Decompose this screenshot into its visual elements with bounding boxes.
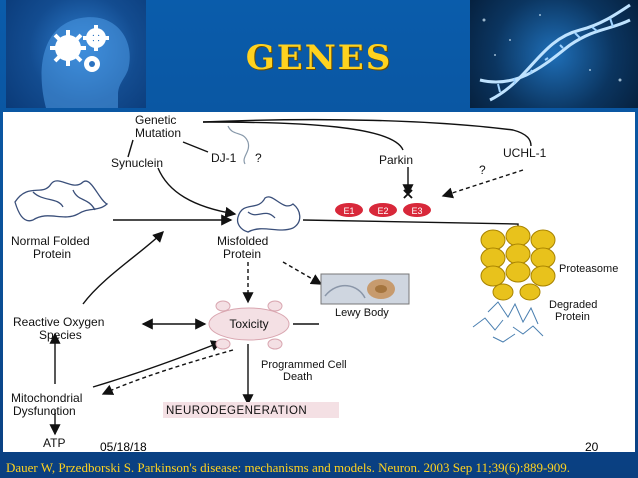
misfolded-protein-icon [236,196,301,233]
uchl1-question: ? [479,163,486,177]
mito-dysfunction-label-1: Mitochondrial [11,391,82,405]
proteasome-icon [480,225,556,301]
dj1-label: DJ-1 [211,151,237,165]
normal-folded-label-1: Normal Folded [11,234,90,248]
toxicity-to-mito-arrow [101,349,234,395]
mutation-to-uchl1-line [202,118,532,147]
dj1-question: ? [255,151,262,165]
programmed-death-label-1: Programmed Cell [261,359,347,371]
e3-label: E3 [411,206,422,216]
reactive-oxygen-label-2: Species [39,328,82,342]
genetic-mutation-label-2: Mutation [135,126,181,140]
uchl1-label: UCHL-1 [503,146,547,160]
parkin-label: Parkin [379,153,413,167]
synuclein-label: Synuclein [111,156,163,170]
degraded-label-1: Degraded [549,299,597,311]
genetic-mutation-label-1: Genetic [135,113,176,127]
citation-footer: Dauer W, Przedborski S. Parkinson's dise… [6,460,571,475]
parkinsons-pathway-diagram: E1 E2 E3 [11,113,618,450]
slide-title: GENES [245,38,393,78]
uchl1-to-e3-arrow [441,169,524,199]
mutation-to-parkin-line [202,121,404,151]
mutation-to-dj1-line [182,141,209,153]
diagram-panel: E1 E2 E3 [3,112,635,452]
head-gears-image [6,0,146,108]
misfolded-to-lewy-arrow [282,261,323,285]
synuclein-to-misfolded-arrow [157,167,237,218]
atp-label: ATP [43,436,65,450]
mito-dysfunction-label-2: Dysfunction [13,404,76,418]
degraded-label-2: Protein [555,311,590,323]
lewy-body-icon [320,273,410,305]
ubiquitin-enzymes: E1 E2 E3 [335,203,431,217]
misfolded-label-1: Misfolded [217,234,268,248]
normal-folded-label-2: Protein [33,247,71,261]
e1-label: E1 [343,206,354,216]
e2-label: E2 [377,206,388,216]
slide-date: 05/18/18 [100,440,147,454]
reactive-oxygen-label-1: Reactive Oxygen [13,315,104,329]
mito-to-toxicity-arrow [92,340,223,388]
degraded-protein-icon [472,301,544,343]
neurodegeneration-label: NEURODEGENERATION [166,405,307,417]
ros-to-misfolded-arrow [82,231,164,305]
lewy-body-label: Lewy Body [335,307,389,319]
synuclein-squiggle-icon [227,125,250,165]
normal-folded-protein-icon [14,180,109,222]
toxicity-skull-icon [208,300,290,350]
mutation-to-synuclein-line [127,139,134,158]
toxicity-label: Toxicity [229,317,268,331]
proteasome-label: Proteasome [559,263,618,275]
x-mark-icon: × [401,184,414,203]
neurodegeneration-highlight [163,402,339,418]
programmed-death-label-2: Death [283,371,312,383]
dna-helix-image [470,0,638,108]
misfolded-label-2: Protein [223,247,261,261]
slide-page-number: 20 [585,440,599,454]
